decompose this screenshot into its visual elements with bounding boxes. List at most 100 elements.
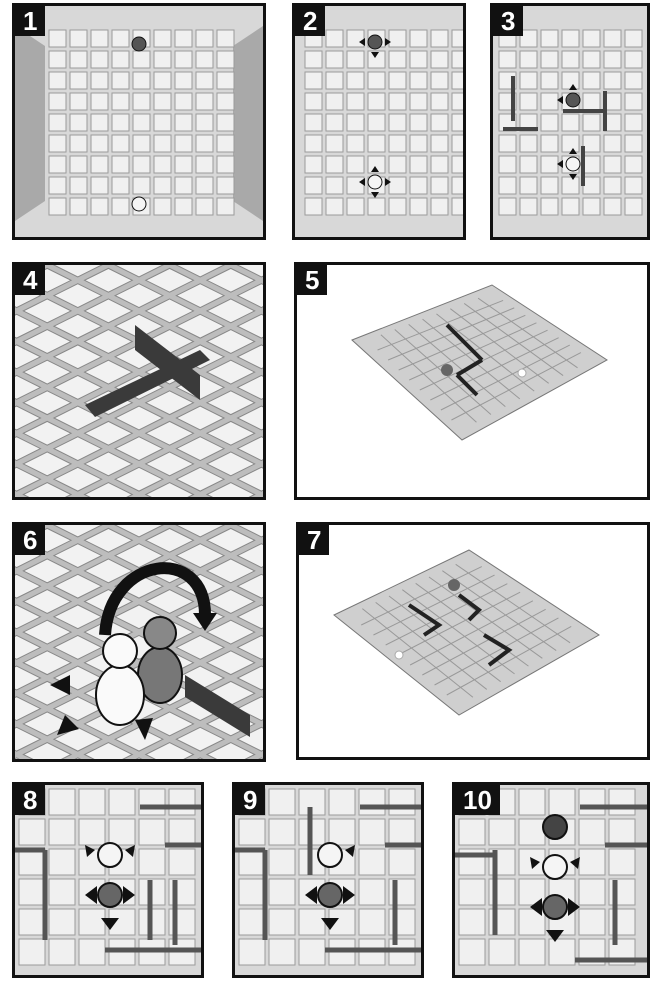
dark-pawn <box>543 895 567 919</box>
board-square <box>604 198 621 215</box>
board-square <box>175 72 192 89</box>
board-square <box>326 156 343 173</box>
board-square <box>541 93 558 110</box>
board-square <box>305 135 322 152</box>
board-square <box>112 72 129 89</box>
board-square <box>368 198 385 215</box>
board-square <box>499 156 516 173</box>
board-square <box>19 909 45 935</box>
board-square <box>175 30 192 47</box>
board-square <box>269 819 295 845</box>
board-square <box>217 30 234 47</box>
board-square <box>196 177 213 194</box>
board-square <box>175 114 192 131</box>
board-square <box>562 114 579 131</box>
board-square <box>359 819 385 845</box>
board-square <box>326 30 343 47</box>
board-square <box>489 819 515 845</box>
light-pawn <box>96 634 144 725</box>
board-square <box>389 135 406 152</box>
board-square <box>347 198 364 215</box>
board-square <box>604 135 621 152</box>
board-square <box>519 819 545 845</box>
board-grid <box>499 30 642 215</box>
board-square <box>347 114 364 131</box>
board-square <box>389 30 406 47</box>
board-square <box>217 156 234 173</box>
board-square <box>359 909 385 935</box>
board-square <box>549 789 575 815</box>
board-square <box>139 789 165 815</box>
board-square <box>520 135 537 152</box>
board-square <box>79 789 105 815</box>
panel-10: 10 <box>452 782 650 978</box>
board-square <box>389 819 415 845</box>
board-square <box>305 156 322 173</box>
board-square <box>347 30 364 47</box>
board-square <box>91 72 108 89</box>
board-square <box>520 198 537 215</box>
board-square <box>519 789 545 815</box>
dark-pawn <box>132 37 146 51</box>
board-square <box>70 114 87 131</box>
board-square <box>583 135 600 152</box>
closeup-diagram <box>15 525 263 759</box>
board-square <box>326 72 343 89</box>
board-square <box>431 198 448 215</box>
board-square <box>431 156 448 173</box>
board-square <box>239 819 265 845</box>
board-square <box>389 789 415 815</box>
board-square <box>410 51 427 68</box>
board-square <box>459 819 485 845</box>
board-square <box>70 198 87 215</box>
board-square <box>154 30 171 47</box>
board-square <box>368 114 385 131</box>
panel-6: 6 <box>12 522 266 762</box>
board-square <box>459 879 485 905</box>
light-pawn <box>368 175 382 189</box>
board-grid <box>305 30 463 215</box>
board-square <box>19 879 45 905</box>
step-number: 1 <box>15 6 45 36</box>
board-square <box>520 72 537 89</box>
board-square <box>91 177 108 194</box>
panel-5: 5 <box>294 262 650 500</box>
dark-pawn <box>98 883 122 907</box>
board-square <box>49 156 66 173</box>
board-square <box>112 114 129 131</box>
board-square <box>583 93 600 110</box>
board-square <box>609 849 635 875</box>
board-square <box>217 114 234 131</box>
board-square <box>625 156 642 173</box>
board-square <box>583 177 600 194</box>
board-square <box>625 198 642 215</box>
board-square <box>139 819 165 845</box>
board-square <box>579 789 605 815</box>
board-square <box>305 198 322 215</box>
dark-pawn <box>566 93 580 107</box>
board-square <box>19 819 45 845</box>
board-square <box>196 72 213 89</box>
board-square <box>70 30 87 47</box>
closeup-diagram <box>15 265 263 497</box>
board-square <box>269 789 295 815</box>
step-number: 10 <box>455 785 500 815</box>
board-square <box>133 156 150 173</box>
step-number: 8 <box>15 785 45 815</box>
dark-pawn <box>448 579 460 591</box>
board-square <box>133 135 150 152</box>
board-square <box>625 135 642 152</box>
board-square <box>112 51 129 68</box>
board-square <box>519 939 545 965</box>
board-square <box>579 849 605 875</box>
step-number: 9 <box>235 785 265 815</box>
board-square <box>452 135 463 152</box>
board-square <box>91 156 108 173</box>
panel-3: 3 <box>490 3 650 240</box>
dark-pawn <box>368 35 382 49</box>
board-square <box>541 30 558 47</box>
light-pawn <box>98 843 122 867</box>
board-square <box>347 156 364 173</box>
board-square <box>489 939 515 965</box>
board-square <box>91 114 108 131</box>
